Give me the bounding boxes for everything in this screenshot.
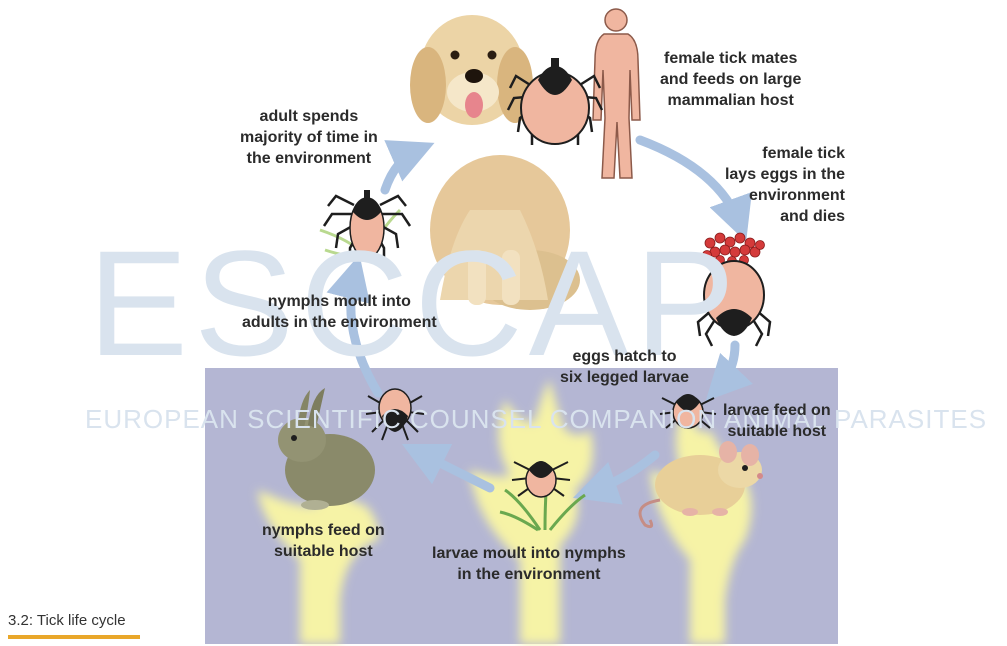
label-female-mates: female tick mates and feeds on large mam… [660,48,801,111]
label-eggs-hatch: eggs hatch to six legged larvae [560,346,689,388]
watermark-tagline: EUROPEAN SCIENTIFIC COUNSEL COMPANION AN… [85,404,987,434]
label-nymphs-moult: nymphs moult into adults in the environm… [242,291,437,333]
label-larvae-feed: larvae feed on suitable host [723,400,831,442]
label-lays-eggs: female tick lays eggs in the environment… [700,143,845,227]
label-larvae-moult: larvae moult into nymphs in the environm… [432,543,626,585]
label-nymphs-feed: nymphs feed on suitable host [262,520,385,562]
human-host [593,9,640,178]
label-adult-spends: adult spends majority of time in the env… [240,106,378,169]
caption-accent-bar [8,635,140,639]
arrow-adult-to-host [385,150,418,190]
figure-caption: 3.2: Tick life cycle [8,611,126,631]
